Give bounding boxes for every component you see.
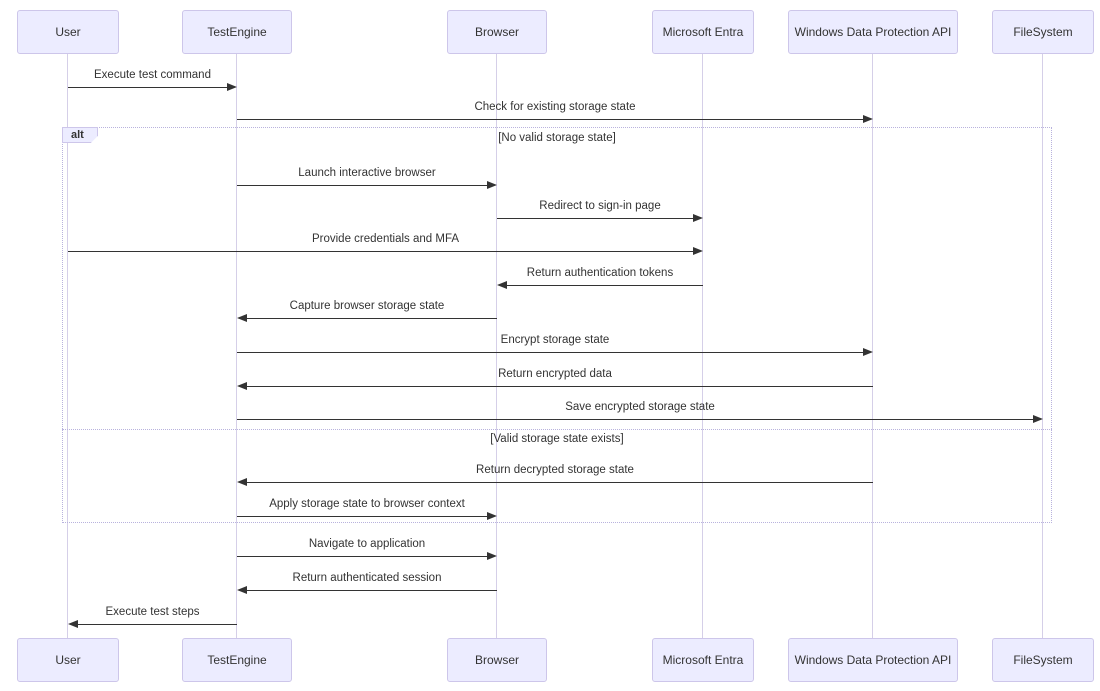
message-arrow bbox=[237, 419, 1034, 420]
arrowhead-icon bbox=[693, 247, 703, 255]
message-arrow bbox=[77, 624, 237, 625]
lifeline-testengine bbox=[236, 54, 238, 638]
participant-box-bottom-user: User bbox=[17, 638, 119, 682]
message-label: Return encrypted data bbox=[498, 368, 612, 380]
participant-label: FileSystem bbox=[1013, 25, 1073, 39]
participant-box-bottom-browser: Browser bbox=[447, 638, 547, 682]
message-label: Execute test steps bbox=[105, 606, 200, 618]
message-arrow bbox=[237, 119, 864, 120]
participant-label: Windows Data Protection API bbox=[794, 653, 952, 667]
lifeline-entra bbox=[702, 54, 704, 638]
alt-else-divider bbox=[62, 429, 1052, 430]
arrowhead-icon bbox=[487, 552, 497, 560]
alt-section-condition: [No valid storage state] bbox=[498, 132, 616, 144]
participant-label: Browser bbox=[474, 653, 519, 667]
lifeline-wdpapi bbox=[872, 54, 874, 638]
arrowhead-icon bbox=[237, 478, 247, 486]
participant-box-top-testengine: TestEngine bbox=[182, 10, 292, 54]
arrowhead-icon bbox=[487, 512, 497, 520]
message-arrow bbox=[237, 516, 488, 517]
participant-label: User bbox=[55, 25, 81, 39]
message-label: Apply storage state to browser context bbox=[269, 498, 465, 510]
participant-label: Microsoft Entra bbox=[662, 25, 744, 39]
message-label: Encrypt storage state bbox=[500, 334, 610, 346]
participant-label: Microsoft Entra bbox=[662, 653, 744, 667]
arrowhead-icon bbox=[237, 382, 247, 390]
message-label: Capture browser storage state bbox=[289, 300, 445, 312]
participant-box-bottom-wdpapi: Windows Data Protection API bbox=[788, 638, 958, 682]
message-label: Provide credentials and MFA bbox=[311, 233, 460, 245]
message-arrow bbox=[246, 590, 497, 591]
lifeline-filesystem bbox=[1042, 54, 1044, 638]
arrowhead-icon bbox=[237, 586, 247, 594]
arrowhead-icon bbox=[863, 348, 873, 356]
message-arrow bbox=[506, 285, 703, 286]
participant-box-top-user: User bbox=[17, 10, 119, 54]
message-label: Redirect to sign-in page bbox=[539, 200, 661, 212]
lifeline-user bbox=[67, 54, 69, 638]
alt-section-condition: [Valid storage state exists] bbox=[490, 433, 624, 445]
participant-label: TestEngine bbox=[207, 25, 267, 39]
arrowhead-icon bbox=[863, 115, 873, 123]
participant-box-top-filesystem: FileSystem bbox=[992, 10, 1094, 54]
participant-label: Browser bbox=[474, 25, 519, 39]
message-label: Check for existing storage state bbox=[474, 101, 636, 113]
message-label: Save encrypted storage state bbox=[565, 401, 715, 413]
participant-box-bottom-entra: Microsoft Entra bbox=[652, 638, 754, 682]
arrowhead-icon bbox=[1033, 415, 1043, 423]
participant-label: FileSystem bbox=[1013, 653, 1073, 667]
alt-frame bbox=[62, 127, 1052, 523]
message-arrow bbox=[246, 318, 497, 319]
participant-box-top-wdpapi: Windows Data Protection API bbox=[788, 10, 958, 54]
lifeline-browser bbox=[496, 54, 498, 638]
message-arrow bbox=[237, 556, 488, 557]
message-label: Return authentication tokens bbox=[526, 267, 674, 279]
participant-label: Windows Data Protection API bbox=[794, 25, 952, 39]
message-label: Execute test command bbox=[94, 69, 211, 81]
message-arrow bbox=[237, 352, 864, 353]
arrowhead-icon bbox=[68, 620, 78, 628]
participant-label: TestEngine bbox=[207, 653, 267, 667]
participant-box-top-entra: Microsoft Entra bbox=[652, 10, 754, 54]
message-arrow bbox=[68, 87, 228, 88]
arrowhead-icon bbox=[227, 83, 237, 91]
arrowhead-icon bbox=[497, 281, 507, 289]
arrowhead-icon bbox=[237, 314, 247, 322]
message-arrow bbox=[237, 185, 488, 186]
participant-box-bottom-filesystem: FileSystem bbox=[992, 638, 1094, 682]
message-arrow bbox=[497, 218, 694, 219]
message-label: Return authenticated session bbox=[292, 572, 442, 584]
message-label: Return decrypted storage state bbox=[476, 464, 634, 476]
arrowhead-icon bbox=[487, 181, 497, 189]
alt-frame-label: alt bbox=[62, 127, 98, 143]
message-arrow bbox=[246, 386, 873, 387]
message-label: Navigate to application bbox=[308, 538, 426, 550]
arrowhead-icon bbox=[693, 214, 703, 222]
participant-box-bottom-testengine: TestEngine bbox=[182, 638, 292, 682]
message-label: Launch interactive browser bbox=[298, 167, 436, 179]
participant-box-top-browser: Browser bbox=[447, 10, 547, 54]
message-arrow bbox=[246, 482, 873, 483]
participant-label: User bbox=[55, 653, 81, 667]
message-arrow bbox=[68, 251, 694, 252]
